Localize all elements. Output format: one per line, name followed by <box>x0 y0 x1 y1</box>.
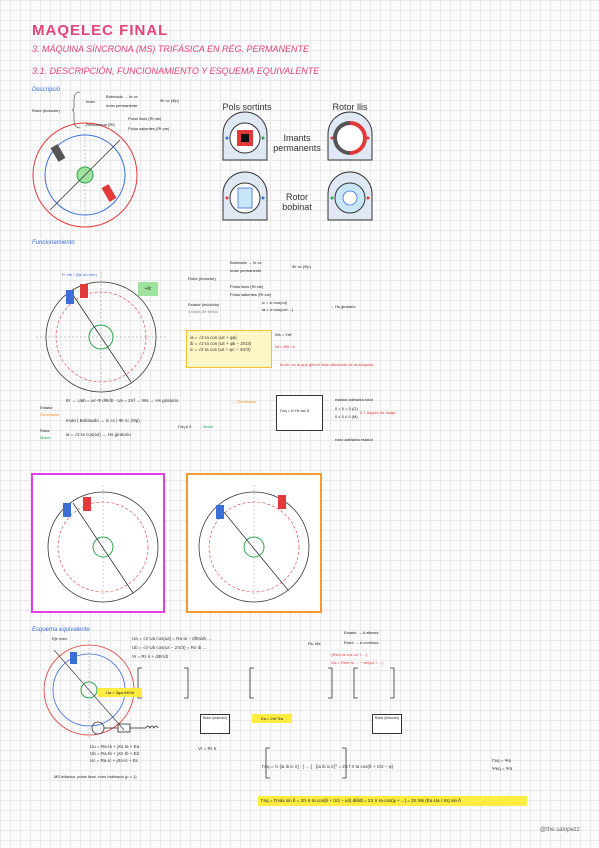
esquema-gamma-eq: Γeq = ½ [ia ib ic ir] · [ … ] · [ia ib i… <box>262 764 394 769</box>
rotor-box-2: Rotor (inductor) <box>372 714 402 734</box>
machine-salient-pm <box>222 111 268 161</box>
matrix-bracket <box>265 747 347 779</box>
esquema-label: Esquema equivalente <box>32 627 90 633</box>
modo-motor: Motor <box>40 435 51 440</box>
func-iman-perm: Imán permanente <box>230 268 262 273</box>
highlight-yellow-2: Ea = 2πf Φa <box>252 714 292 723</box>
machine-smooth-pm <box>327 111 373 161</box>
rotor-circle-diagram <box>32 122 138 228</box>
matrix-block <box>265 747 347 779</box>
func-phi: Φr cc (Φp) <box>292 264 311 269</box>
section-heading-3: 3. MÁQUINA SÍNCRONA (MS) TRIFÁSICA EN RÉ… <box>32 44 310 54</box>
func-stator-note: 3 fases de tensio <box>188 309 219 314</box>
func-rotor: Rotor (inductor) <box>188 276 216 281</box>
esquema-ms-note: MS trifásica, polos lisos, rotor bobinad… <box>54 774 137 779</box>
motor-frame <box>186 473 322 613</box>
esquema-rs: Rs, Ms <box>308 641 321 646</box>
descripcion-label: Descripció <box>32 87 61 93</box>
descripcion-iman: Imán <box>86 99 95 104</box>
esquema-note-2: ·Ua = Rsm·Ia … − sin(ωt + ...) <box>330 660 384 665</box>
circuit-stator <box>91 721 159 735</box>
modo-d-neg: 0 ≤ δ ≤ 0 (M) <box>335 414 358 419</box>
func-ic: ic = Ic·cos(ωt) <box>262 300 288 305</box>
highlight-yellow-1: Ua = 3φa dΦ/dt <box>98 688 142 697</box>
machine-salient-wound <box>222 171 268 221</box>
motor-diagram <box>198 485 310 605</box>
modo-gamma: Γeq ≠ 0 <box>178 424 192 429</box>
modo-motor-tag: → Motor <box>198 424 214 429</box>
modo-rotor: Rotor <box>40 428 50 433</box>
modo-rotor-adelanta: rotor adelanta estator <box>335 437 374 442</box>
func-polos-salientes: Polos salientes (Rt var) <box>230 292 272 297</box>
final-equation-highlight: Γeq = Γmáx sin δ = 2π·Ir·Ia cos(θ + π/2 … <box>258 796 527 806</box>
rotor-box-1: Rotor (inductor) <box>200 714 230 734</box>
page-title: MAQELEC FINAL <box>32 22 169 39</box>
esquema-eq-u: Uu = Ra·Ia + jXs·Ia + Ea <box>90 744 140 749</box>
esquema-eq-vr: Vr = Rr·Ir <box>198 746 217 751</box>
esquema-result-2: Ψeq = Ψa <box>492 766 513 771</box>
esquema-continua: Rotor → A continua <box>344 640 379 645</box>
eq-box: Γeq = K·Hr·sin δ <box>276 395 323 431</box>
func-ia: ia = Ic·cos(ωt+...) <box>262 307 293 312</box>
esquema-eq-uc: Uc = Ra·Ic + jXs·Ic + Ec <box>90 758 139 763</box>
func-giratorio: → Hs giratorio <box>330 304 356 309</box>
descripcion-reluctancia: Reluctancia (Rt) <box>86 122 115 127</box>
esquema-eq-ub: Ub = Ra·Ib + jXs·Ib + Eb <box>90 751 140 756</box>
esquema-result-1: Γeq = Ψa <box>492 758 511 763</box>
descripcion-rotor: Rotor (inductor) <box>32 108 60 113</box>
modo-estator: Estator <box>40 405 53 410</box>
func-bobinado: Bobinado → Ie cc <box>230 260 262 265</box>
descripcion-polos-lisos: Polos lisos (Rt cte) <box>128 116 162 121</box>
fijo-label: Fr cte / (fijo al rotor) <box>62 272 97 277</box>
funcionamiento-diagram <box>36 272 166 393</box>
modo-formula-2: Imán | Bobinado → Ic cc | Φr cc (Φp) <box>66 418 140 423</box>
esquema-eq-3: Vr = Rr·ir + dΦr/dt <box>132 654 168 659</box>
modo-formula-3: ia = √2·Ia cos(ωt) → Hs giratorio <box>66 432 131 437</box>
label-imants: Imants <box>283 133 311 143</box>
func-nr: Nr = 60f / p <box>275 344 295 349</box>
func-ws: Ws = 2πf <box>275 332 292 337</box>
machine-smooth-wound <box>327 171 373 221</box>
descripcion-polos-salientes: Polos salientes (Rt var) <box>128 126 170 131</box>
func-polos-lisos: Polos lisos (Rt cte) <box>230 284 264 289</box>
modo-estator-adelanta: estator adelanta rotor <box>335 397 374 402</box>
label-rotor: Rotor <box>285 192 308 202</box>
credit: @the.salopezz <box>540 827 580 833</box>
section-heading-3-1: 3.1. DESCRIPCIÓN, FUNCIONAMIENTO Y ESQUE… <box>32 66 320 76</box>
label-permanents: permanents <box>273 143 321 153</box>
descripcion-phi: Φr cc (Φp) <box>160 98 179 103</box>
esquema-eje: Eje rotor <box>52 636 68 641</box>
funcionamiento-label: Funcionamiento <box>32 240 75 246</box>
generator-frame <box>31 473 165 613</box>
esquema-eq-2: Ub = √2·Ub cos(ωt − 2π/3) = Rs·ib … <box>132 645 207 650</box>
formula-box-yellow: ia = √2·Ia cos (ωt + φa)ib = √2·Ia cos (… <box>186 330 272 368</box>
sticky-note: +Ic <box>138 282 158 296</box>
modo-d-pos: 0 < δ < 0 (G) <box>335 406 358 411</box>
descripcion-bobinado: Bobinado → Ie cc <box>106 94 138 99</box>
matrix-diagram <box>137 667 395 699</box>
modo-angulo: δ ≡ ángulo de carga <box>360 410 396 415</box>
generator-diagram <box>47 485 159 605</box>
esquema-alterna: Estator → A alterna <box>344 630 379 635</box>
modo-generador-tag: → Generador <box>232 399 257 404</box>
label-bobinat: bobinat <box>282 202 312 212</box>
brace-rotor <box>71 91 81 129</box>
esquema-eq-1: Ua = √2·Ua cos(ωt) = Ra·ia − dΦa/dt … <box>132 636 212 641</box>
modo-formula-1: Er → Uab = ωr·Φ dΦ/dt · Us = 2πf → Ws → … <box>66 398 179 403</box>
esquema-note-1: ·(Rsm Ia cos ωt + ...) <box>330 652 368 657</box>
label-rotor-llis: Rotor llis <box>332 102 368 112</box>
label-pols-sortints: Pols sortints <box>222 102 272 112</box>
func-stator: Estator (inducido) <box>188 302 220 307</box>
descripcion-iman-perm: Imán permanente <box>106 103 138 108</box>
func-nota: la vel. es la que gira el imán afectante… <box>280 362 374 367</box>
modo-generador: Generador <box>40 412 60 417</box>
